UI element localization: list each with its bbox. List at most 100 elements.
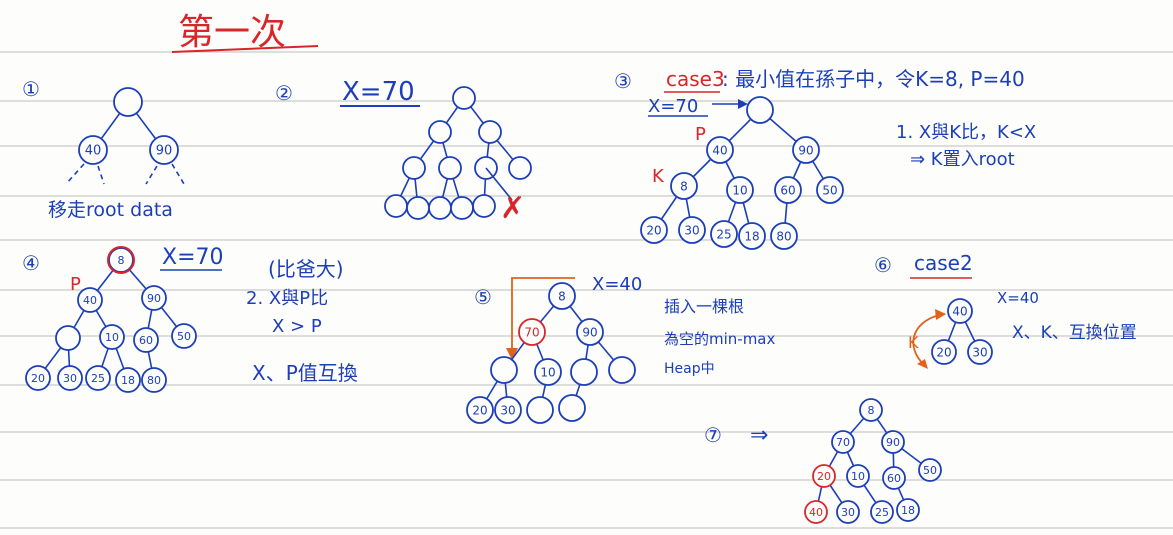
tree-node bbox=[570, 358, 598, 386]
step2-tree bbox=[384, 86, 532, 220]
tree-node-label: 40 bbox=[85, 144, 102, 159]
tree-node-label: 20 bbox=[817, 470, 831, 483]
tree-node bbox=[558, 394, 586, 422]
step3-arrowhead-icon bbox=[738, 99, 748, 109]
tree-node-label: 20 bbox=[646, 223, 661, 237]
tree-node bbox=[428, 196, 452, 220]
step4-note-a: (比爸大) bbox=[268, 257, 344, 281]
tree-node-label: 8 bbox=[118, 254, 125, 267]
tree-node-label: 30 bbox=[63, 372, 77, 385]
tree-node-label: 50 bbox=[923, 464, 937, 477]
step7-arrow: ⇒ bbox=[750, 423, 768, 448]
step6-label: ⑥ bbox=[874, 253, 892, 277]
step4-note-b: 2. X與P比 bbox=[246, 288, 328, 309]
step4-x-value: X=70 bbox=[162, 245, 224, 270]
tree-node-label: 18 bbox=[121, 374, 135, 387]
step2-removed-edge bbox=[485, 167, 513, 201]
tree-node bbox=[384, 194, 408, 218]
step5-note-2: 為空的min-max bbox=[664, 330, 776, 348]
tree-node bbox=[402, 156, 426, 180]
tree-node bbox=[115, 367, 141, 393]
tree-node bbox=[670, 172, 698, 200]
tree-node bbox=[576, 318, 604, 346]
tree-node bbox=[55, 325, 81, 351]
tree-node-label: 25 bbox=[875, 506, 889, 519]
tree-node-label: 18 bbox=[744, 229, 759, 243]
tree-node bbox=[859, 398, 883, 422]
step5-note-3: Heap中 bbox=[664, 361, 715, 377]
tree-node-label: 40 bbox=[83, 294, 97, 307]
tree-node-label: 50 bbox=[822, 183, 837, 197]
tree-node bbox=[706, 136, 734, 164]
tree-node-label: 25 bbox=[716, 227, 731, 241]
tree-node bbox=[452, 86, 476, 110]
tree-node-label: 8 bbox=[680, 179, 688, 193]
tree-node bbox=[508, 156, 532, 180]
tree-node bbox=[171, 323, 197, 349]
tree-node bbox=[78, 135, 108, 165]
tree-node bbox=[710, 220, 738, 248]
tree-node-label: 70 bbox=[524, 325, 539, 339]
tree-node-label: 60 bbox=[780, 183, 795, 197]
tree-node bbox=[816, 176, 844, 204]
tree-node-label: 60 bbox=[139, 334, 153, 347]
tree-node bbox=[548, 282, 576, 310]
tree-node bbox=[678, 216, 706, 244]
tree-node-label: 20 bbox=[472, 403, 487, 417]
tree-node bbox=[526, 396, 554, 424]
step5-note-1: 插入一棵根 bbox=[664, 297, 744, 316]
tree-node-label: 90 bbox=[147, 292, 161, 305]
step3-tag-p: P bbox=[695, 124, 706, 145]
tree-node-label: 10 bbox=[732, 183, 747, 197]
tree-node-label: 40 bbox=[809, 506, 823, 519]
step6-case-label: case2 bbox=[914, 251, 973, 275]
tree-node bbox=[608, 356, 636, 384]
tree-node bbox=[534, 358, 562, 386]
step3-note-2: ⇒ K置入root bbox=[910, 149, 1015, 170]
tree-node-label: 8 bbox=[558, 289, 566, 303]
step2-label: ② bbox=[275, 81, 293, 105]
tree-node bbox=[99, 324, 125, 350]
tree-node bbox=[85, 365, 111, 391]
tree-node bbox=[141, 285, 167, 311]
step3-note-1: 1. X與K比，K<X bbox=[896, 122, 1036, 143]
step3-x-arrow-label: X=70 bbox=[648, 96, 698, 117]
tree-node bbox=[133, 327, 159, 353]
tree-node bbox=[77, 287, 103, 313]
tree-node-label: 20 bbox=[31, 372, 45, 385]
tree-node bbox=[141, 367, 167, 393]
tree-node-label: 10 bbox=[851, 470, 865, 483]
step1-dangling-edges bbox=[65, 163, 185, 185]
tree-node-label: 30 bbox=[500, 403, 515, 417]
tree-node bbox=[406, 196, 430, 220]
tree-node bbox=[518, 318, 546, 346]
tree-node bbox=[149, 135, 179, 165]
tree-node bbox=[947, 298, 973, 324]
tree-node bbox=[918, 458, 942, 482]
step2: ② X=70 ✗ bbox=[275, 77, 532, 226]
tree-node-label: 25 bbox=[91, 372, 105, 385]
step3-heading: : 最小值在孫子中，令K=8, P=40 bbox=[722, 67, 1025, 91]
tree-node bbox=[25, 365, 51, 391]
step6-arrowhead-bottom-icon bbox=[917, 359, 928, 369]
step7-label: ⑦ bbox=[704, 423, 722, 447]
tree-node-label: 90 bbox=[798, 143, 813, 157]
tree-node-label: 30 bbox=[972, 345, 987, 359]
tree-node-label: 80 bbox=[147, 374, 161, 387]
tree-node-label: 20 bbox=[936, 345, 951, 359]
tree-node bbox=[770, 222, 798, 250]
step4-root-highlight bbox=[107, 246, 135, 274]
tree-node bbox=[846, 464, 870, 488]
step2-removed-mark: ✗ bbox=[500, 191, 525, 226]
tree-node-label: 90 bbox=[886, 436, 900, 449]
tree-node-label: 18 bbox=[901, 504, 915, 517]
tree-node-label: 70 bbox=[836, 436, 850, 449]
step4-note-c: X > P bbox=[272, 316, 322, 337]
tree-node-label: 40 bbox=[952, 304, 967, 318]
